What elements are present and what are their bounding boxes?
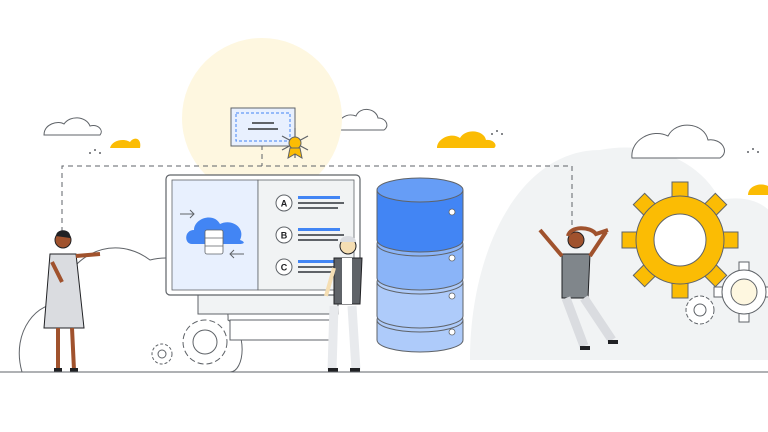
gear-icon: [621, 181, 739, 299]
person-presenting: [43, 230, 101, 372]
quiz-option-c: C: [275, 258, 344, 276]
gear-icon: [685, 295, 715, 325]
certificate-icon: [230, 107, 309, 159]
cloud-database-icon: [180, 209, 244, 259]
person-jumping: [538, 226, 618, 350]
gear-icon: [182, 319, 228, 365]
dashed-connectors: [61, 145, 573, 232]
quiz-options: A B C: [275, 194, 344, 276]
option-letter-b: B: [281, 231, 288, 241]
decorative-clouds: [43, 109, 768, 195]
option-letter-c: C: [281, 263, 288, 273]
gear-icon: [713, 261, 768, 323]
quiz-option-b: B: [275, 226, 344, 244]
database-cylinder-icon: [376, 177, 464, 353]
person-thinking: [324, 236, 363, 372]
option-letter-a: A: [281, 199, 288, 209]
sparkle-dots: [89, 130, 759, 154]
quiz-option-a: A: [275, 194, 344, 212]
gear-icon: [151, 343, 173, 365]
